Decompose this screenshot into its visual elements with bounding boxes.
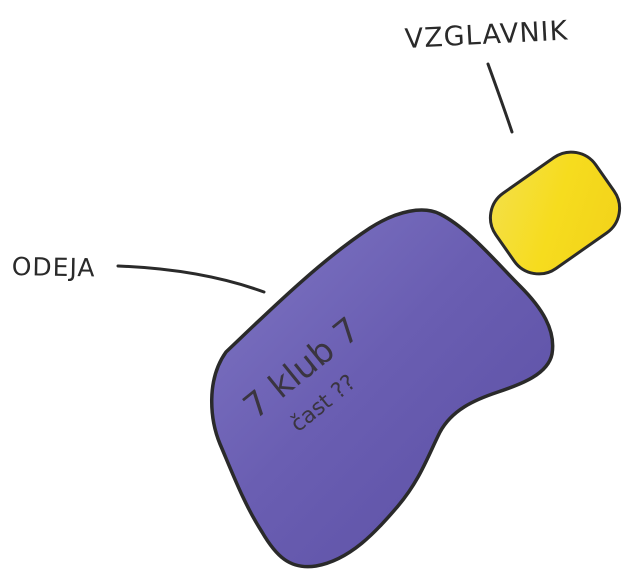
- pillow-pointer-line: [488, 64, 512, 132]
- blanket-pointer-line: [118, 266, 264, 292]
- blanket-label: ODEJA: [11, 252, 95, 282]
